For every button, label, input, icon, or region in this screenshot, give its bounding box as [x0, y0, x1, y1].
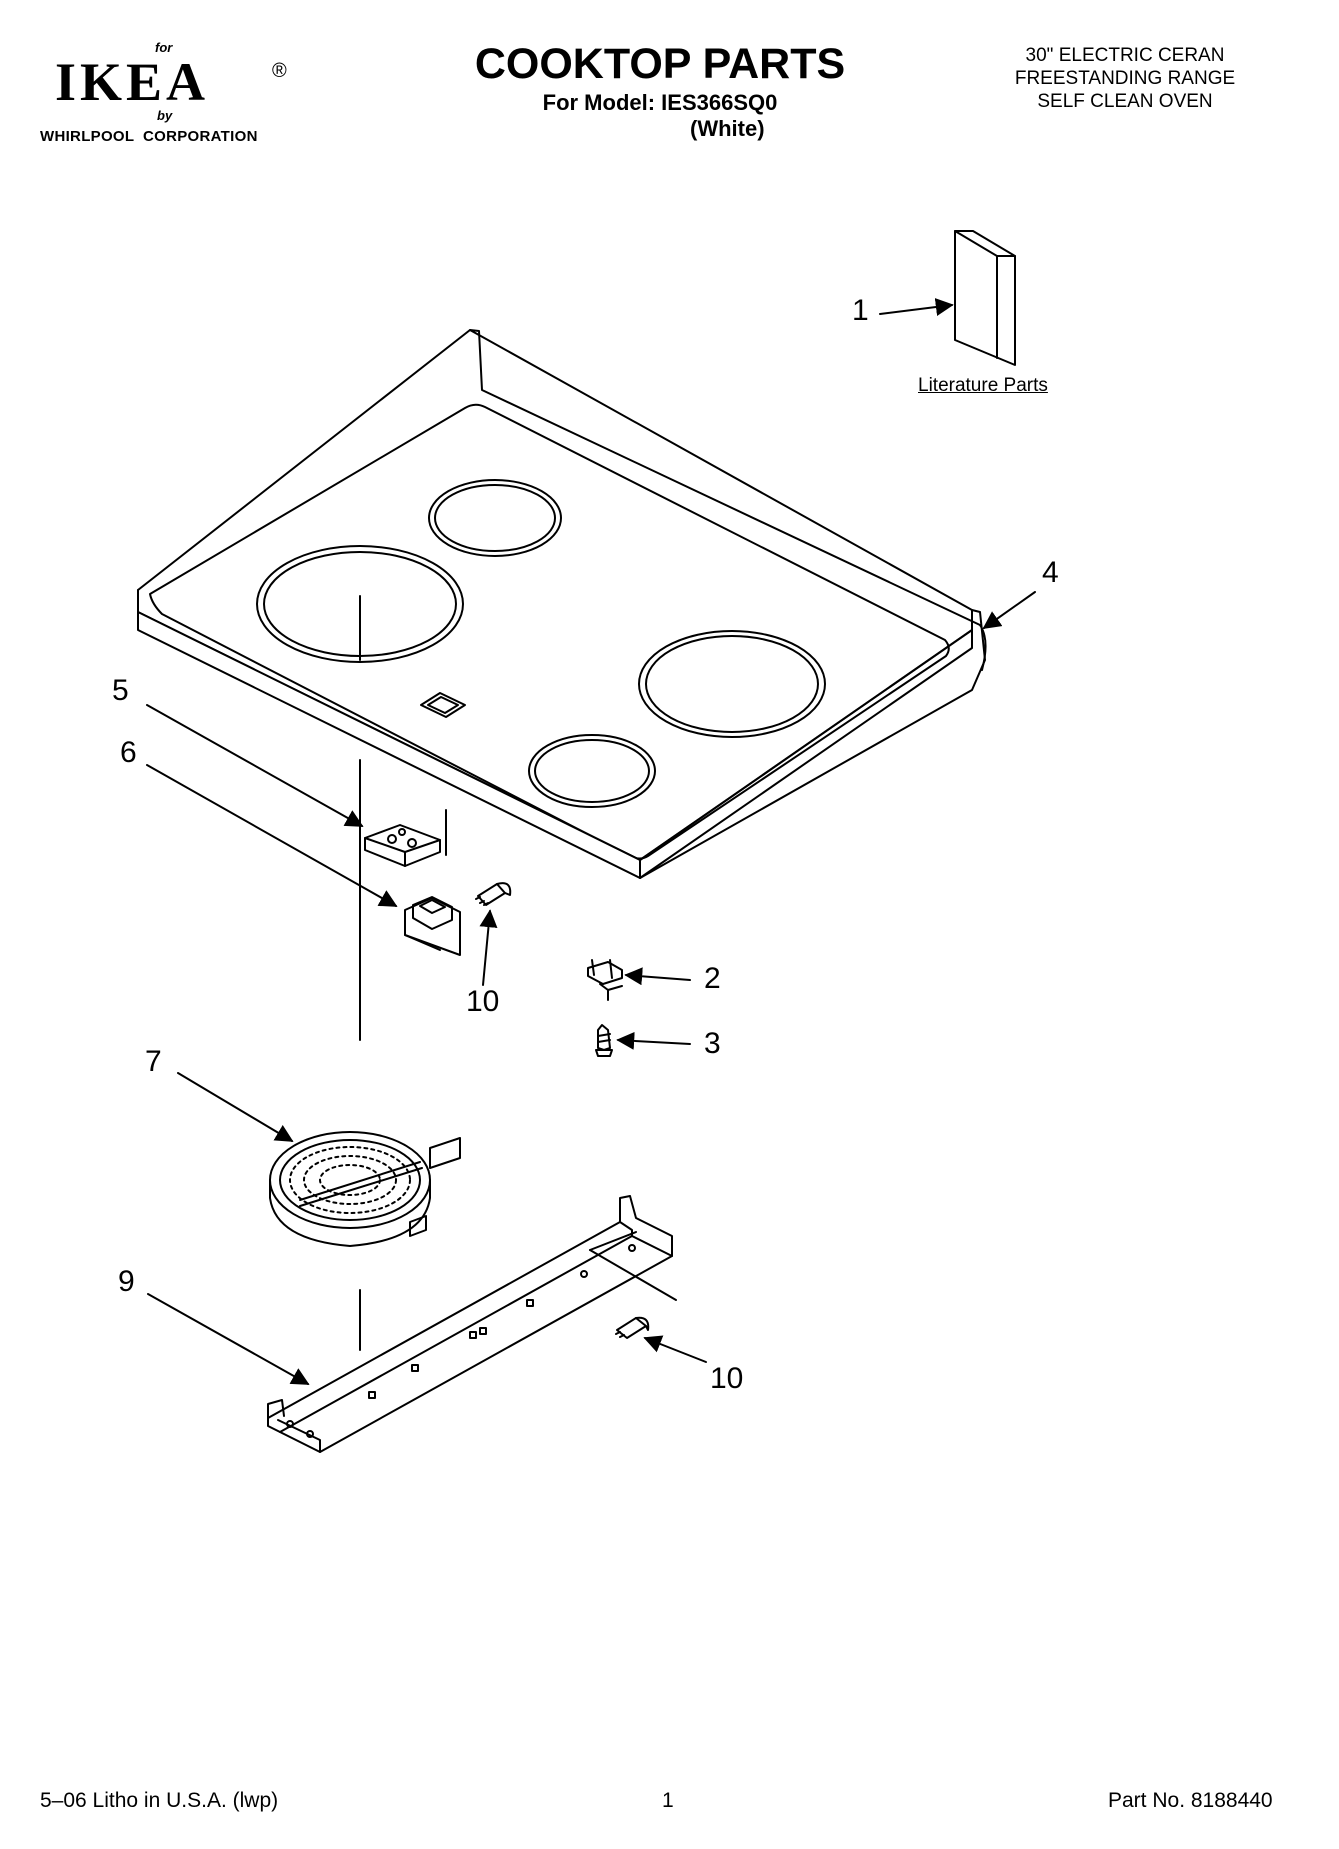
callout-7: 7: [145, 1045, 162, 1078]
leader-arrow-5: [146, 704, 364, 827]
literature-parts-label: Literature Parts: [918, 375, 1048, 396]
logo-for-text: for: [155, 40, 173, 55]
hot-surface-indicator: [420, 692, 466, 718]
leader-arrow-7: [177, 1072, 294, 1142]
color-line: (White): [690, 116, 765, 141]
leader-arrow-4: [982, 591, 1036, 630]
leader-arrow-2: [624, 967, 691, 986]
burner-left-large: [256, 545, 464, 663]
leader-arrow-3: [616, 1031, 691, 1050]
callout-4: 4: [1042, 556, 1059, 589]
burner-back-small: [428, 479, 562, 557]
leader-arrow-10-lower: [643, 1335, 707, 1363]
callout-6: 6: [120, 736, 137, 769]
page-title: COOKTOP PARTS: [474, 40, 846, 88]
leader-arrow-1: [879, 298, 954, 316]
leader-arrow-6: [146, 764, 398, 907]
part-number: Part No. 8188440: [1108, 1789, 1273, 1812]
radiant-element-part: [269, 1131, 461, 1247]
callout-1: 1: [852, 294, 869, 327]
callout-2: 2: [704, 962, 721, 995]
bracket-plate-part: [404, 896, 461, 956]
model-line: For Model: IES366SQ0: [542, 90, 778, 115]
description-line: FREESTANDING RANGE: [1014, 68, 1236, 89]
product-description: 30" ELECTRIC CERAN FREESTANDING RANGE SE…: [960, 44, 1290, 113]
mounting-clip-part: [587, 959, 623, 1001]
callout-9: 9: [118, 1265, 135, 1298]
callout-10-upper: 10: [466, 985, 500, 1018]
description-line: SELF CLEAN OVEN: [1037, 91, 1213, 112]
registered-mark: ®: [272, 60, 287, 82]
terminal-block-part: [364, 824, 441, 867]
page-number: 1: [662, 1789, 674, 1812]
burner-front-small: [528, 734, 656, 808]
leader-arrow-10-upper: [479, 909, 498, 986]
leader-arrow-9: [147, 1293, 310, 1385]
literature-part: [954, 230, 1016, 366]
callout-10-lower: 10: [710, 1362, 744, 1395]
callout-5: 5: [112, 674, 129, 707]
litho-note: 5–06 Litho in U.S.A. (lwp): [40, 1789, 279, 1812]
logo-corporation: WHIRLPOOL CORPORATION: [40, 128, 258, 145]
callout-3: 3: [704, 1027, 721, 1060]
screw-part-3: [595, 1024, 613, 1057]
logo-by-text: by: [157, 108, 173, 123]
burner-right-large: [638, 630, 826, 738]
ikea-logo: IKEA: [55, 52, 210, 112]
description-line: 30" ELECTRIC CERAN: [1025, 45, 1225, 66]
support-bracket-part: [267, 1195, 677, 1453]
screw-part-upper: [475, 882, 512, 906]
screw-part-lower: [615, 1316, 650, 1339]
cooktop-glass-top: [137, 329, 987, 879]
